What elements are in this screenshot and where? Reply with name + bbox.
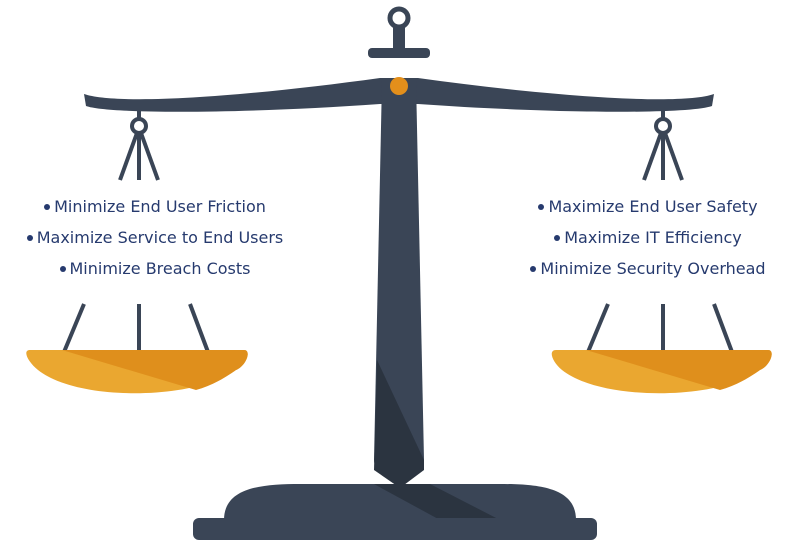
bullet-icon bbox=[530, 265, 537, 272]
left-pan bbox=[26, 350, 248, 394]
right-item-label: Maximize End User Safety bbox=[548, 197, 758, 216]
right-pan bbox=[551, 350, 772, 394]
top-neck bbox=[393, 27, 405, 52]
left-hanger bbox=[62, 106, 210, 353]
pivot-icon bbox=[390, 77, 408, 95]
right-item-label: Minimize Security Overhead bbox=[540, 259, 766, 278]
crossbar bbox=[368, 48, 430, 58]
left-item-label: Minimize End User Friction bbox=[54, 197, 266, 216]
right-list-item: Maximize IT Efficiency bbox=[506, 222, 790, 253]
left-list-item: Maximize Service to End Users bbox=[4, 222, 306, 253]
right-list-item: Maximize End User Safety bbox=[506, 191, 790, 222]
bullet-icon bbox=[538, 203, 545, 210]
base-shadow bbox=[374, 484, 500, 520]
right-list-item: Minimize Security Overhead bbox=[506, 253, 790, 284]
pillar-shadow bbox=[374, 360, 424, 488]
bullet-icon bbox=[26, 234, 33, 241]
left-pan-list: Minimize End User Friction Maximize Serv… bbox=[4, 191, 306, 284]
base-dome bbox=[224, 484, 576, 520]
base-plate bbox=[193, 518, 597, 540]
left-item-label: Maximize Service to End Users bbox=[36, 228, 284, 247]
left-item-label: Minimize Breach Costs bbox=[69, 259, 251, 278]
pillar bbox=[374, 80, 424, 475]
right-pan-list: Maximize End User Safety Maximize IT Eff… bbox=[506, 191, 790, 284]
right-item-label: Maximize IT Efficiency bbox=[564, 228, 742, 247]
bullet-icon bbox=[554, 234, 561, 241]
right-hanger bbox=[586, 106, 734, 353]
top-ring bbox=[387, 6, 411, 30]
left-list-item: Minimize End User Friction bbox=[4, 191, 306, 222]
bullet-icon bbox=[44, 203, 51, 210]
left-list-item: Minimize Breach Costs bbox=[4, 253, 306, 284]
bullet-icon bbox=[59, 265, 66, 272]
